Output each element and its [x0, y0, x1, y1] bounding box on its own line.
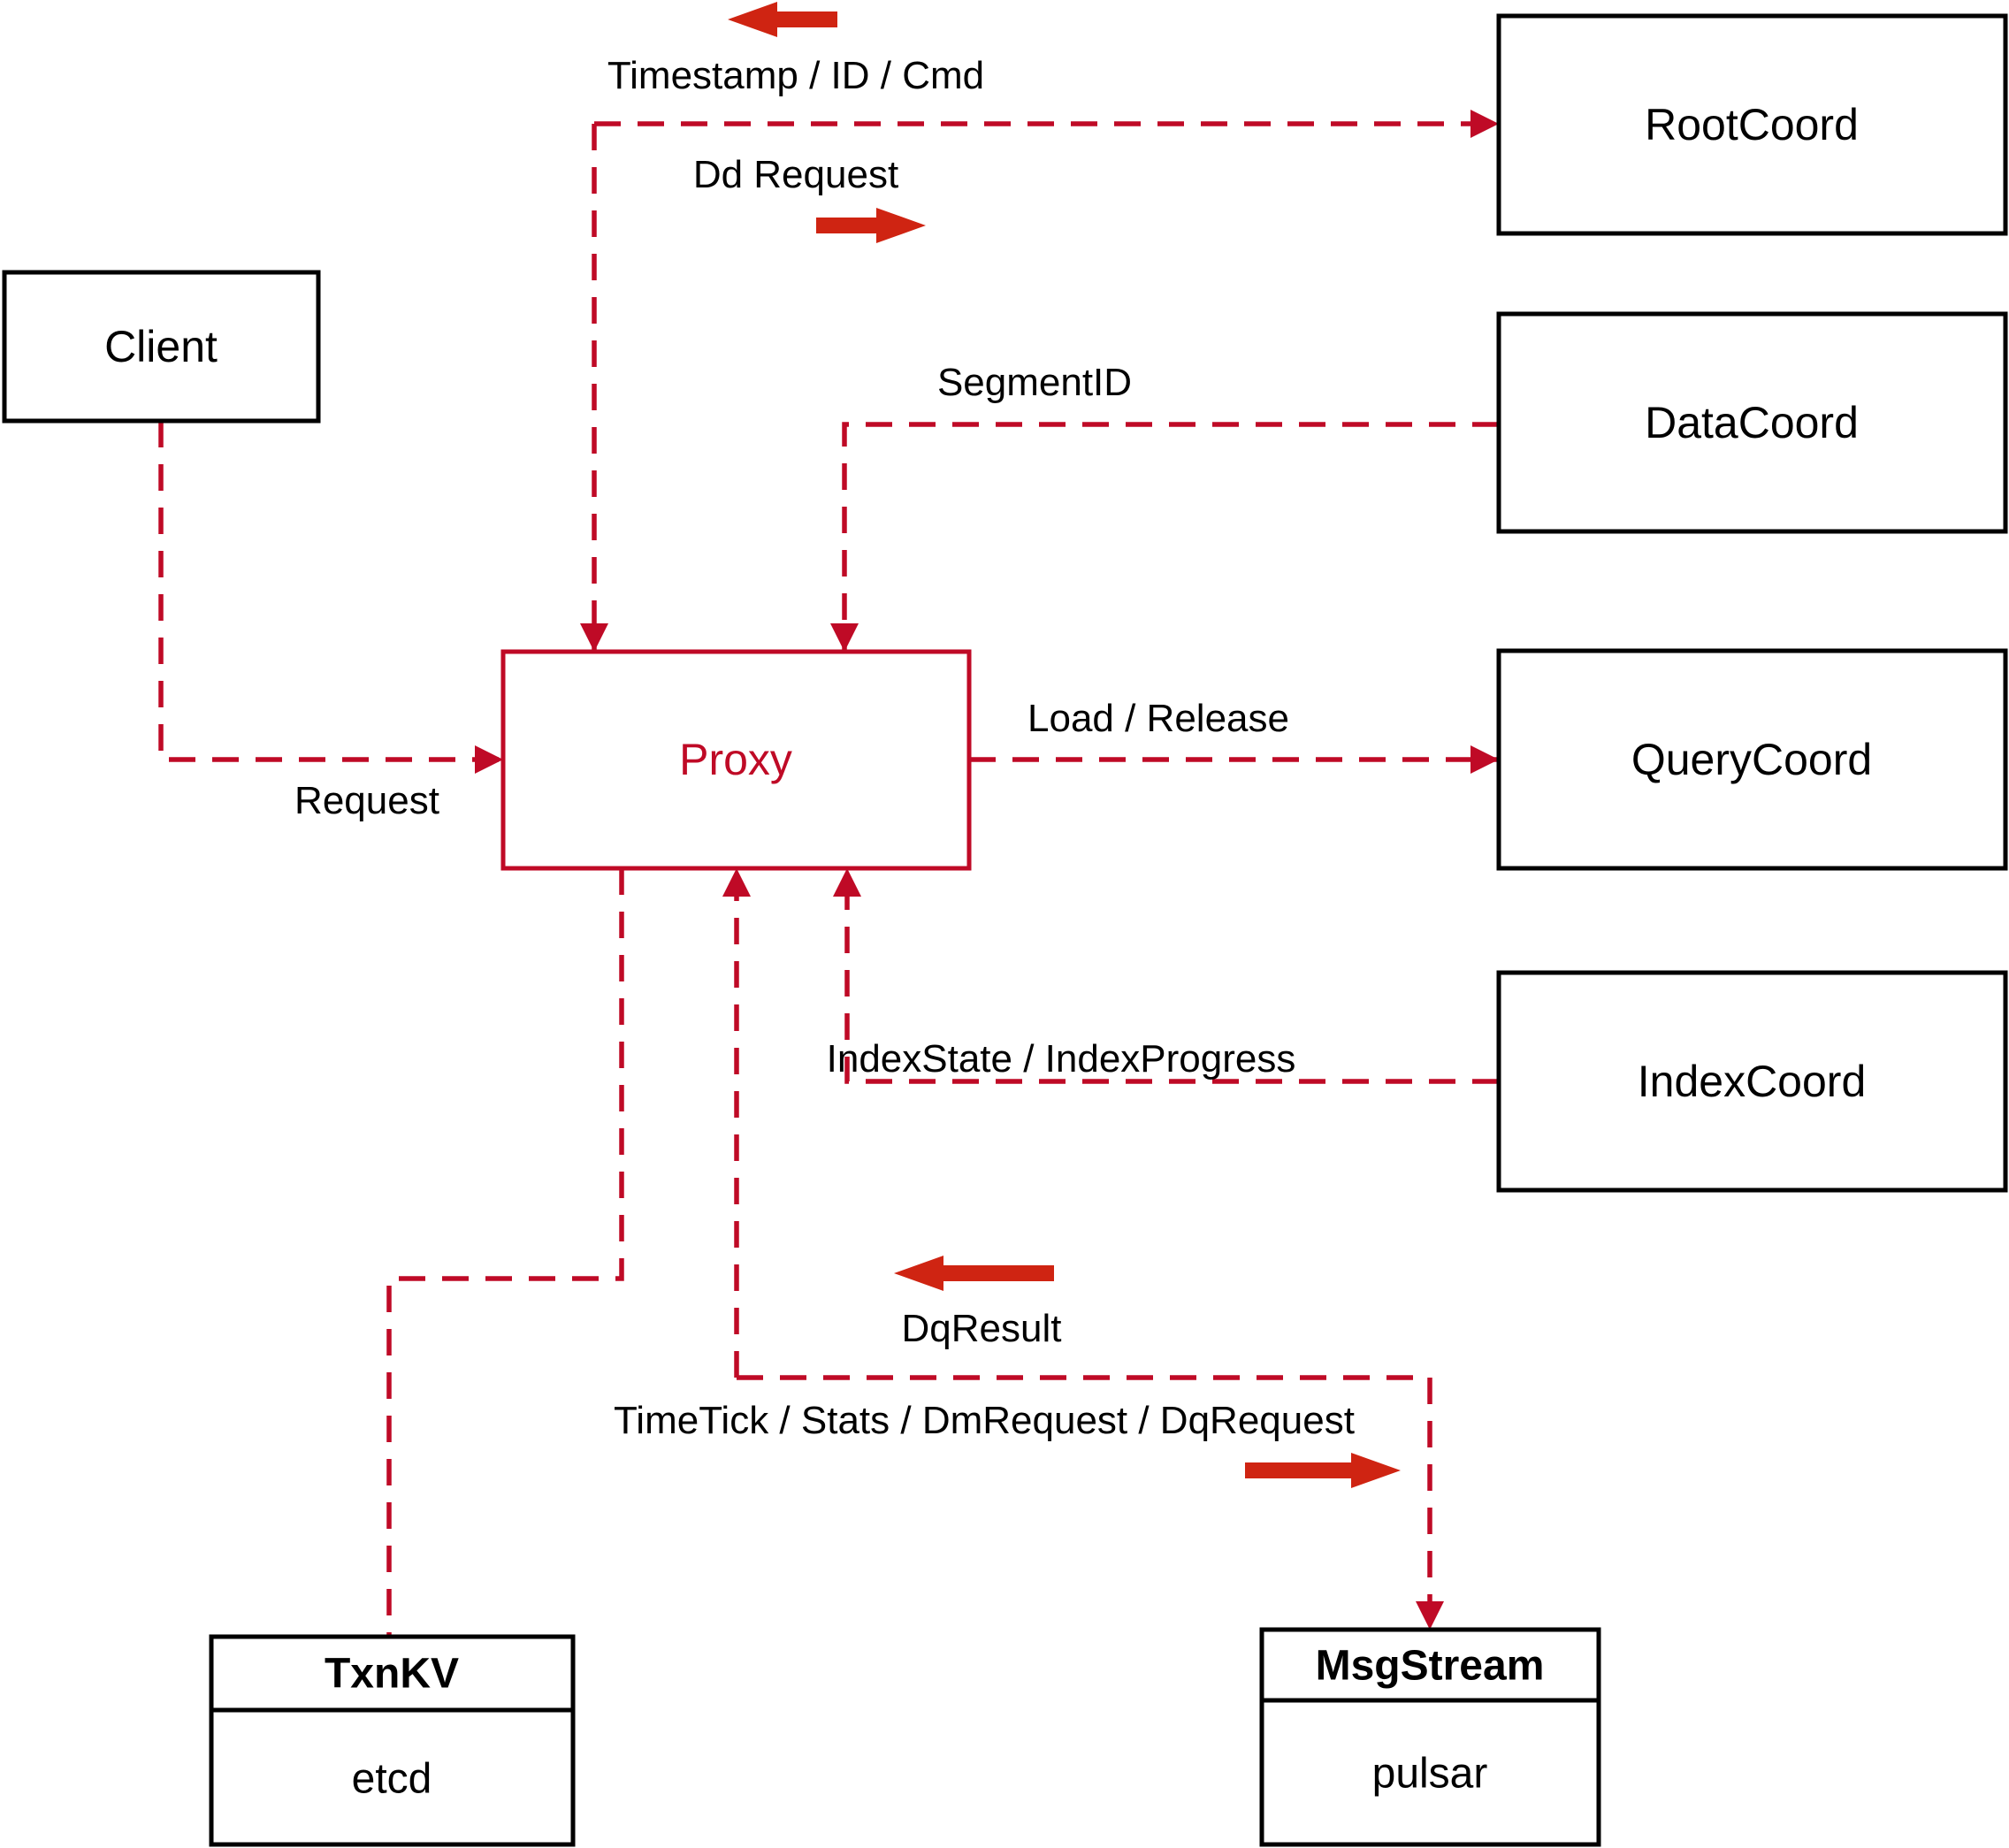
node-msgstream: MsgStream pulsar — [1259, 1627, 1601, 1847]
indexcoord-label: IndexCoord — [1638, 1057, 1867, 1106]
edge-proxy-to-msgstream — [737, 1375, 1444, 1630]
msgstream-subtitle: pulsar — [1372, 1751, 1488, 1798]
edge-label-index-state: IndexState / IndexProgress — [827, 1037, 1296, 1081]
edge-label-load-release: Load / Release — [1027, 697, 1289, 740]
edge-labels: Timestamp / ID / Cmd Dd Request SegmentI… — [294, 54, 1355, 1442]
node-proxy: Proxy — [500, 649, 972, 871]
rootcoord-box — [1496, 13, 2008, 236]
txnkv-box — [209, 1634, 576, 1847]
right-arrow-icon — [1245, 1453, 1401, 1488]
node-rootcoord: RootCoord — [1496, 13, 2008, 236]
edge-label-timestamp: Timestamp / ID / Cmd — [607, 54, 984, 97]
edge-label-dd-request: Dd Request — [693, 153, 898, 196]
left-arrow-icon — [728, 2, 837, 37]
rootcoord-label: RootCoord — [1645, 100, 1859, 149]
txnkv-title: TxnKV — [325, 1651, 459, 1698]
node-querycoord: QueryCoord — [1496, 648, 2008, 871]
edges — [158, 110, 1499, 1637]
edge-indexcoord-to-proxy — [833, 868, 1499, 1084]
right-arrow-icon — [816, 208, 926, 243]
node-indexcoord: IndexCoord — [1496, 970, 2008, 1193]
datacoord-box — [1496, 311, 2008, 534]
edge-label-time-tick: TimeTick / Stats / DmRequest / DqRequest — [614, 1399, 1355, 1442]
querycoord-box — [1496, 648, 2008, 871]
msgstream-box — [1259, 1627, 1601, 1847]
edge-label-segment-id: SegmentID — [937, 361, 1132, 404]
msgstream-title: MsgStream — [1316, 1643, 1545, 1690]
edge-client-to-proxy — [158, 421, 503, 774]
edge-proxy-to-txnkv — [386, 868, 624, 1637]
querycoord-label: QueryCoord — [1631, 735, 1872, 784]
edge-datacoord-to-proxy — [830, 422, 1499, 652]
node-txnkv: TxnKV etcd — [209, 1634, 576, 1847]
node-datacoord: DataCoord — [1496, 311, 2008, 534]
node-client: Client — [2, 270, 321, 424]
proxy-label: Proxy — [679, 735, 792, 784]
proxy-box — [500, 649, 972, 871]
edge-label-request: Request — [294, 779, 439, 822]
left-arrow-icon — [894, 1256, 1054, 1291]
client-label: Client — [104, 322, 218, 371]
edge-label-dq-result: DqResult — [902, 1307, 1062, 1350]
direction-arrows — [728, 2, 1401, 1488]
indexcoord-box — [1496, 970, 2008, 1193]
datacoord-label: DataCoord — [1645, 398, 1859, 447]
txnkv-subtitle: etcd — [352, 1756, 432, 1803]
client-box — [2, 270, 321, 424]
